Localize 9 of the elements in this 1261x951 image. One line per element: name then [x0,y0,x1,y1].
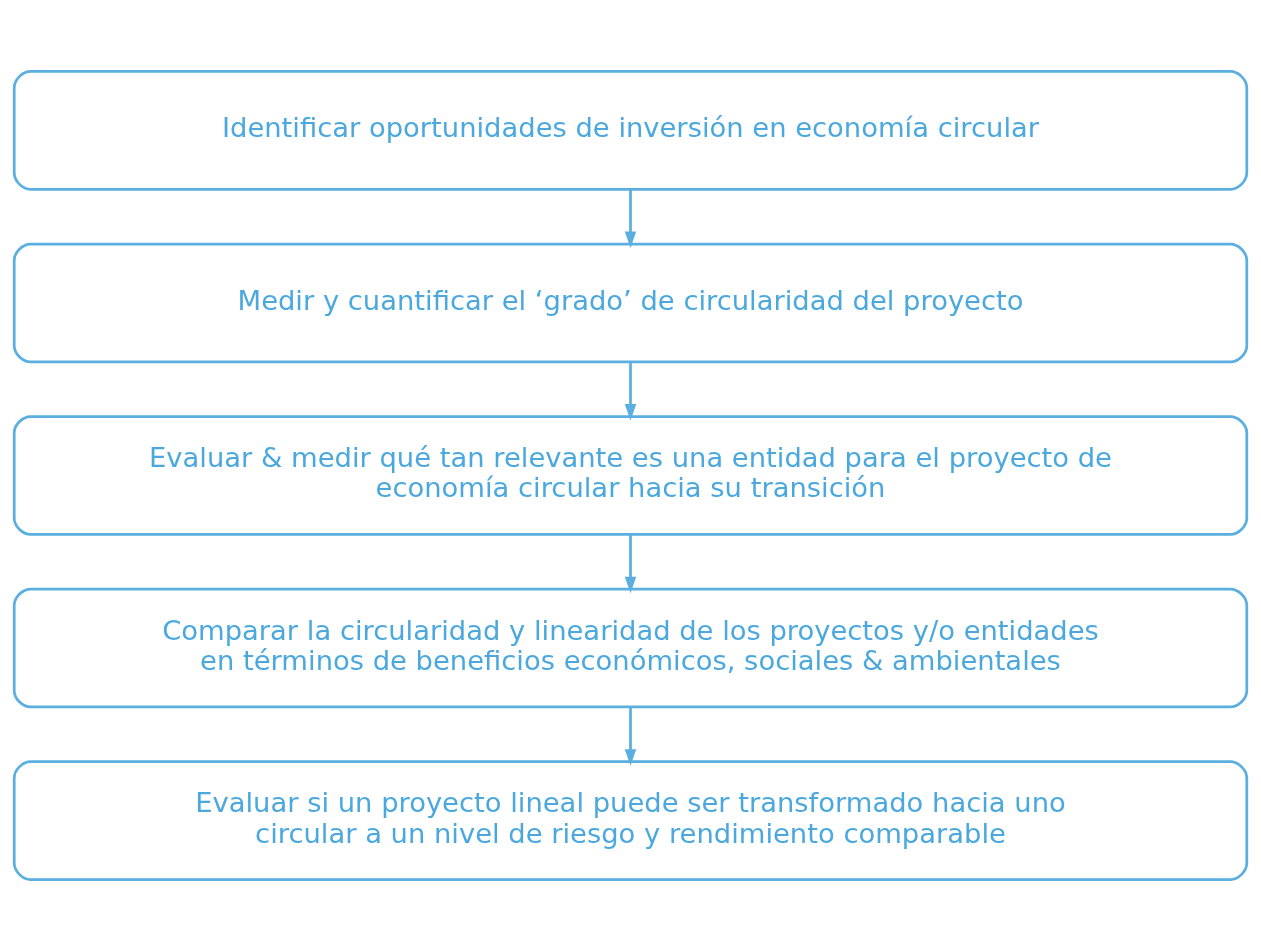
node-box: Identificar oportunidades de inversión en economía circular [12,70,1249,191]
node-box: Evaluar si un proyecto lineal puede ser transformado hacia uno circular a un nivel de riesgo y rendimiento comparable [12,760,1249,881]
node-box: Evaluar & medir qué tan relevante es una entidad para el proyecto de economía circular hacia su transición [12,415,1249,536]
node-box: Comparar la circularidad y linearidad de los proyectos y/o entidades en términos de beneficios económicos, sociales & ambientales [12,587,1249,709]
node-box: Medir y cuantificar el ‘grado’ de circularidad del proyecto [12,242,1249,364]
arrow [624,189,637,248]
arrow [624,707,637,766]
arrow [624,534,637,594]
arrow [624,362,637,421]
